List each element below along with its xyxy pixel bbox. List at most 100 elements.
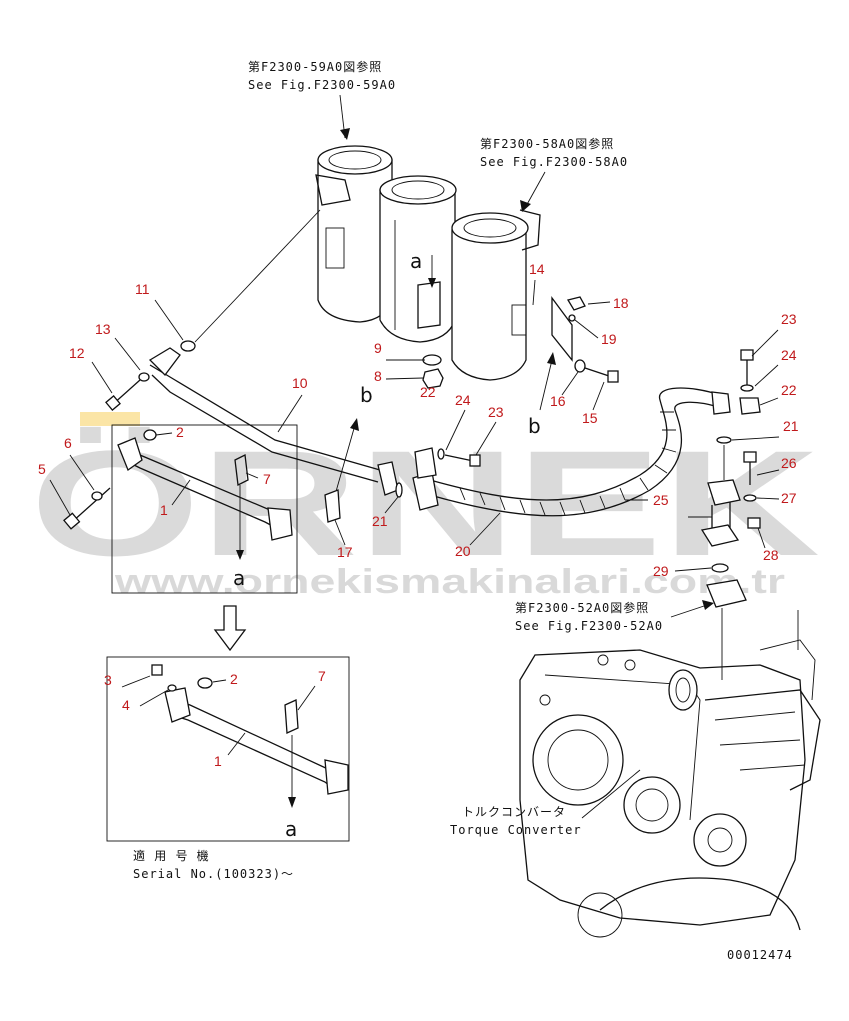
clamp-7-lower (284, 699, 299, 734)
tube-1-upper-flange-left (117, 437, 143, 472)
flange-block-right (707, 479, 741, 506)
part-number-13: 13 (95, 321, 111, 337)
part-number-21-center: 21 (372, 513, 388, 529)
clamp-7-upper (234, 454, 249, 486)
washer-16 (574, 359, 586, 373)
hose-20-inner (429, 401, 721, 517)
leader-16 (561, 371, 579, 396)
leader-21-center (384, 496, 399, 514)
clamp-22-right (739, 397, 761, 415)
part-number-14: 14 (529, 261, 545, 277)
flywheel-hub (577, 892, 623, 938)
leader-23-center (475, 421, 497, 456)
detail-box-upper (111, 424, 298, 594)
leader-1-upper (171, 479, 191, 506)
tube-1-upper-flange-right (267, 507, 293, 541)
leader-24-center (445, 409, 466, 451)
part-number-27: 27 (781, 490, 797, 506)
bolt-5-head (63, 512, 81, 530)
o-ring-29 (711, 563, 729, 573)
arrow-b-center-line (334, 424, 356, 496)
bolt-hole-3 (539, 694, 551, 706)
part-number-24-right: 24 (781, 347, 797, 363)
filter-housing-assembly (315, 145, 573, 381)
part-number-20: 20 (455, 543, 471, 559)
part-number-12: 12 (69, 345, 85, 361)
leader-6 (69, 454, 95, 491)
serial-label-en: Serial No.(100323)～ (133, 867, 294, 881)
valve-block (704, 689, 821, 791)
housing-right-body (451, 229, 527, 381)
o-ring-21-right (716, 436, 732, 444)
lifting-eye (668, 669, 698, 711)
part-number-26: 26 (781, 455, 797, 471)
letter-b-right: b (528, 414, 541, 438)
reference-mid-en: See Fig.F2300-58A0 (480, 155, 628, 169)
o-ring-21-center (395, 482, 403, 498)
reference-lower-en: See Fig.F2300-52A0 (515, 619, 663, 633)
leader-11 (154, 299, 184, 341)
converter-port-lower (693, 813, 747, 867)
reference-top-arrowhead (340, 128, 350, 140)
leader-15 (592, 381, 605, 411)
converter-port-small-inner (635, 788, 669, 822)
leader-2-upper (155, 432, 173, 436)
part-number-16: 16 (550, 393, 566, 409)
part-number-15: 15 (582, 410, 598, 426)
part-number-17: 17 (337, 544, 353, 560)
lifting-eye-hole (675, 677, 691, 703)
reference-top-en: See Fig.F2300-59A0 (248, 78, 396, 92)
arrow-b-right-head (547, 352, 556, 365)
hose-20-sleeve-25 (459, 411, 677, 516)
flange-bottom-right (700, 524, 740, 547)
tube-10-lower-edge (151, 374, 379, 483)
washer-19-small (568, 314, 576, 322)
plug-3 (151, 664, 163, 676)
mount-plate-19 (551, 296, 573, 362)
watermark-accent (80, 412, 140, 426)
leader-19 (574, 319, 599, 339)
leader-23-right (751, 329, 779, 357)
part-number-23-center: 23 (488, 404, 504, 420)
part-number-2-upper: 2 (176, 424, 184, 440)
part-number-11: 11 (135, 281, 150, 297)
leader-21-right (731, 436, 780, 441)
leader-lines (49, 279, 780, 756)
washer-27 (743, 494, 757, 502)
part-number-5: 5 (38, 461, 46, 477)
leader-12 (91, 361, 113, 394)
part-number-24-center: 24 (455, 392, 471, 408)
hose-20 (412, 387, 731, 517)
leader-7-upper (245, 472, 259, 479)
arrow-b-center-head (350, 418, 359, 431)
torque-converter-leader (581, 769, 641, 819)
part-number-6: 6 (64, 435, 72, 451)
drawing-number: 00012474 (727, 948, 793, 962)
letter-a-housing: a (410, 249, 422, 273)
tube-10 (148, 347, 399, 496)
part-number-21-right: 21 (783, 418, 799, 434)
bolt-15-head (607, 370, 619, 383)
tube-1-lower-flange-right (324, 759, 349, 795)
housing-middle-bore (391, 180, 445, 200)
part-number-19: 19 (601, 331, 617, 347)
reference-lower-arrow (670, 603, 711, 618)
leader-20 (469, 512, 501, 546)
transition-arrow (213, 605, 247, 652)
reference-mid-arrow (524, 171, 546, 209)
part-number-4: 4 (122, 697, 130, 713)
pipe-right-stub (711, 502, 731, 530)
leader-14 (532, 279, 536, 306)
leader-26 (756, 469, 780, 476)
housing-right-bracket (511, 304, 527, 336)
part-number-18: 18 (613, 295, 629, 311)
leader-4 (139, 689, 169, 707)
nut-8 (422, 368, 444, 389)
housing-right-bore (463, 218, 517, 238)
leader-5 (49, 479, 71, 516)
part-number-1-upper: 1 (160, 502, 168, 518)
part-number-29: 29 (653, 563, 669, 579)
o-ring-4 (167, 684, 177, 692)
